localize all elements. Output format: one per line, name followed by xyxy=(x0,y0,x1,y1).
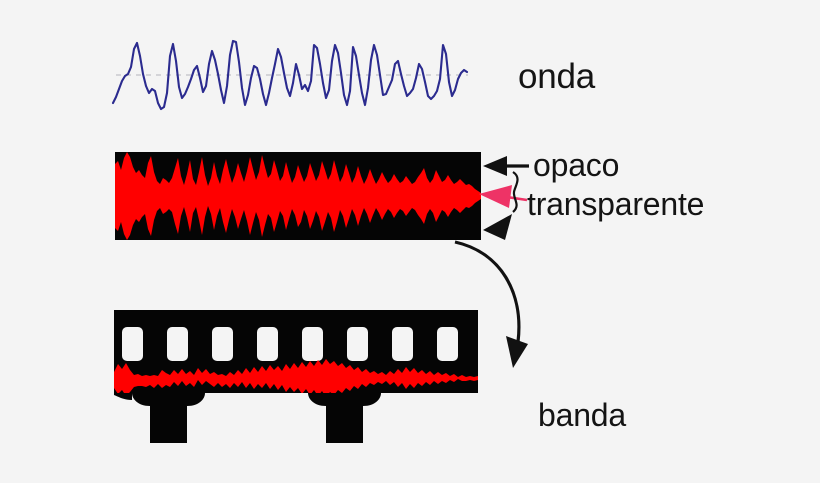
sprocket-hole xyxy=(302,327,323,361)
label-banda-line1: banda xyxy=(538,397,626,433)
transparent-red-envelope xyxy=(115,152,481,240)
sprocket-hole xyxy=(347,327,368,361)
film-strip-leg-right xyxy=(326,393,363,443)
sprocket-holes xyxy=(122,327,458,361)
arrow-banda-sonora-head xyxy=(506,336,528,368)
fillet-2 xyxy=(187,393,205,406)
arrow-banda-sonora-curve xyxy=(454,240,521,343)
arrow-opaco-lower xyxy=(483,214,512,240)
fillet-1 xyxy=(114,393,150,406)
sprocket-hole xyxy=(167,327,188,361)
sprocket-hole xyxy=(257,327,278,361)
label-opaco: opaco xyxy=(533,147,620,183)
callout-arrows xyxy=(479,156,529,240)
arrow-banda-sonora xyxy=(454,240,528,368)
waveform-onda-trace xyxy=(111,39,469,111)
sprocket-hole xyxy=(122,327,143,361)
label-banda-sonora: banda sonora xyxy=(538,310,635,483)
label-transparente: transparente xyxy=(527,186,705,222)
fillet-5 xyxy=(114,393,132,400)
sprocket-hole xyxy=(392,327,413,361)
brace-connector xyxy=(512,171,519,213)
arrow-opaco xyxy=(483,156,529,176)
arrow-transparente xyxy=(479,185,528,208)
film-soundtrack-red xyxy=(114,359,478,393)
film-strip-panel xyxy=(114,310,478,443)
label-onda: onda xyxy=(518,57,596,96)
sprocket-hole xyxy=(437,327,458,361)
sprocket-hole xyxy=(212,327,233,361)
waveform-panel xyxy=(111,39,469,111)
optical-track-panel xyxy=(115,152,481,240)
film-strip-leg-left xyxy=(150,393,187,443)
fillet-3 xyxy=(308,393,326,406)
fillet-4 xyxy=(363,393,381,406)
